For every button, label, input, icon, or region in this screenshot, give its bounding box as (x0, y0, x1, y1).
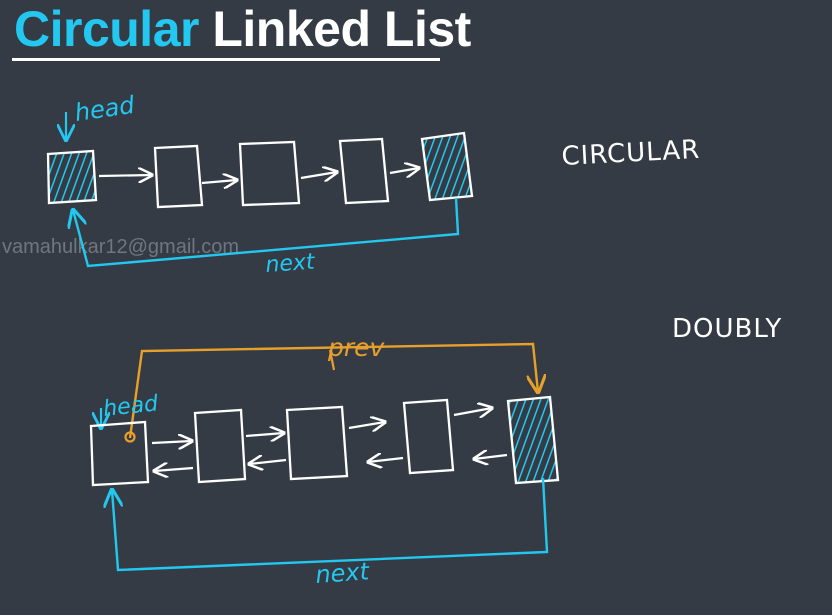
circular-head-label: head (73, 91, 137, 127)
doubly-forward-arrow-3 (348, 422, 385, 428)
circular-node-tail (420, 131, 474, 202)
title-accent-word: Circular (14, 1, 199, 57)
title-rest: Linked List (212, 1, 471, 57)
page-title: Circular Linked List (14, 0, 471, 58)
circular-arrow-1 (98, 175, 152, 176)
doubly-prev-label: prev (327, 333, 386, 362)
doubly-node-2 (193, 408, 247, 484)
circular-arrow-3 (300, 172, 337, 178)
doubly-node-tail (506, 395, 560, 485)
doubly-backward-arrow-1 (154, 468, 194, 471)
circular-arrow-2 (201, 180, 237, 183)
doubly-next-label: next (314, 557, 371, 589)
doubly-node-3 (285, 405, 349, 481)
circular-list-diagram: head next (46, 91, 474, 278)
title-underline (12, 58, 440, 61)
doubly-next-loop (112, 477, 549, 572)
doubly-prev-tick (328, 349, 336, 371)
doubly-backward-arrow-2 (249, 460, 287, 464)
doubly-forward-arrow-1 (151, 441, 192, 443)
circular-arrow-4 (389, 168, 419, 173)
circular-node-4 (338, 137, 390, 205)
circular-node-2 (153, 144, 204, 209)
doubly-head-label: head (102, 391, 160, 422)
doubly-backward-arrow-3 (368, 458, 404, 462)
doubly-prev-loop (128, 342, 538, 439)
circular-node-3 (238, 140, 301, 207)
doubly-prev-origin-dot (124, 431, 136, 443)
circular-section-label: CIRCULAR (561, 135, 701, 172)
doubly-section-label: DOUBLY (672, 314, 782, 344)
doubly-forward-arrow-4 (453, 408, 492, 415)
doubly-node-head (89, 420, 150, 487)
circular-next-label: next (265, 250, 317, 278)
doubly-forward-arrow-2 (245, 433, 284, 436)
watermark-email: vamahulkar12@gmail.com (2, 236, 240, 258)
doubly-node-4 (402, 398, 455, 475)
circular-node-head (46, 149, 98, 205)
doubly-list-diagram: prev head next (89, 333, 560, 589)
doubly-backward-arrow-4 (474, 455, 508, 459)
circular-next-loop (73, 197, 460, 268)
